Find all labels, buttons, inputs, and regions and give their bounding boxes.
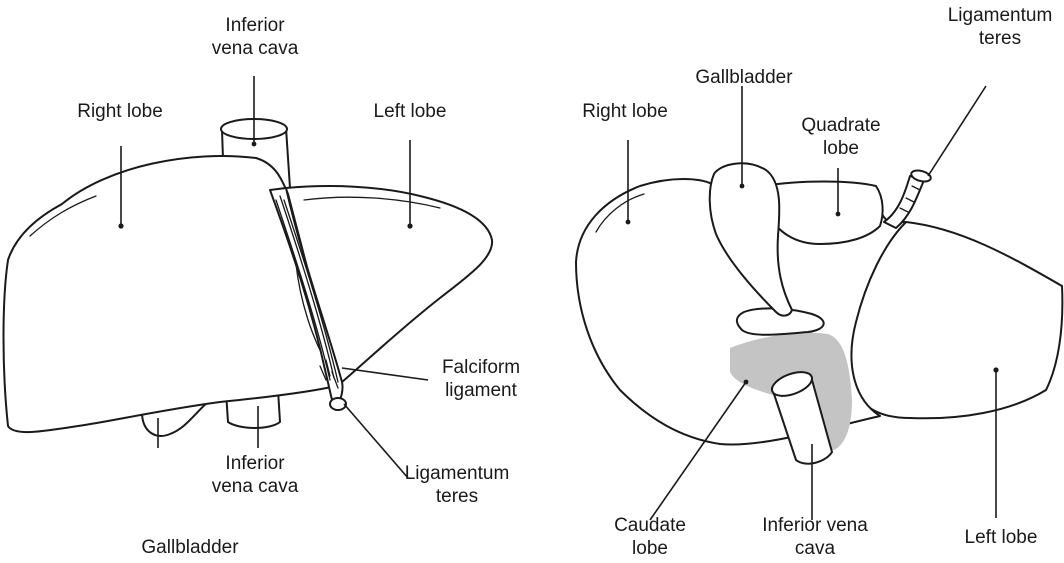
label-inferior-right-lobe: Right lobe bbox=[560, 100, 690, 123]
label-inferior-ligamentum-teres: Ligamentum teres bbox=[940, 4, 1060, 50]
inferior-ligamentum-teres bbox=[884, 169, 932, 228]
label-inferior-caudate-lobe: Caudate lobe bbox=[600, 514, 700, 560]
label-anterior-inferior-vena-cava-bottom: Inferior vena cava bbox=[200, 452, 310, 498]
label-anterior-left-lobe: Left lobe bbox=[350, 100, 470, 123]
label-inferior-gallbladder: Gallbladder bbox=[684, 66, 804, 89]
label-anterior-gallbladder: Gallbladder bbox=[130, 536, 250, 559]
anterior-view bbox=[4, 76, 493, 478]
label-anterior-inferior-vena-cava-top: Inferior vena cava bbox=[200, 14, 310, 60]
label-anterior-ligamentum-teres: Ligamentum teres bbox=[392, 462, 522, 508]
label-inferior-left-lobe: Left lobe bbox=[946, 526, 1056, 549]
label-inferior-quadrate-lobe: Quadrate lobe bbox=[786, 114, 896, 160]
label-anterior-right-lobe: Right lobe bbox=[55, 100, 185, 123]
label-anterior-falciform-ligament: Falciform ligament bbox=[426, 356, 536, 402]
label-inferior-inferior-vena-cava: Inferior vena cava bbox=[740, 514, 890, 560]
